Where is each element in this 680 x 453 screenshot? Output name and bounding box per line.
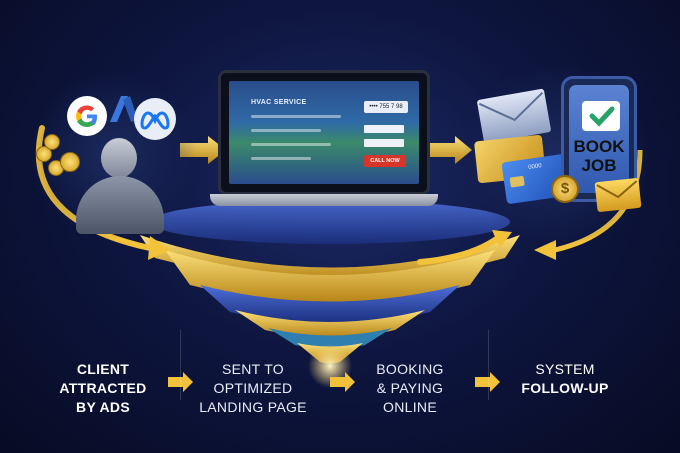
funnel-layer-3 [235, 310, 425, 338]
envelope-icon [594, 177, 642, 213]
coin-icon [36, 146, 52, 162]
person-head-icon [101, 138, 137, 178]
laptop-base [210, 194, 438, 206]
step-label-client: CLIENT ATTRACTED BY ADS [38, 360, 168, 417]
form-field[interactable] [364, 125, 404, 133]
text-line [251, 157, 311, 160]
step-1-line-3: BY ADS [76, 399, 130, 415]
google-icon [67, 96, 107, 136]
text-line [251, 115, 341, 118]
envelope-icon [476, 88, 552, 144]
step-label-booking: BOOKING & PAYING ONLINE [350, 360, 470, 417]
coin-icon [60, 152, 80, 172]
step-3-line-1: BOOKING [376, 361, 444, 377]
step-arrow-2 [330, 372, 355, 392]
step-2-line-1: SENT TO [221, 361, 284, 377]
divider [488, 330, 489, 400]
check-icon [582, 101, 620, 131]
card-number: 0000 [527, 163, 543, 171]
left-sweep-arrowhead [148, 236, 170, 260]
right-sweep-arrow [417, 235, 501, 265]
book-label: BOOK [573, 137, 625, 156]
landing-page-title: HVAC SERVICE [251, 99, 307, 106]
step-4-line-2: FOLLOW-UP [521, 380, 609, 396]
call-now-button[interactable]: CALL NOW [364, 155, 406, 167]
job-label: JOB [581, 156, 617, 175]
card-chip [509, 175, 525, 188]
step-2-line-3: LANDING PAGE [199, 399, 307, 415]
step-label-followup: SYSTEM FOLLOW-UP [495, 360, 635, 398]
text-line [251, 143, 331, 146]
book-job-text: BOOK JOB [569, 137, 629, 175]
text-line [251, 129, 321, 132]
step-3-line-3: ONLINE [383, 399, 437, 415]
landing-page-phone: •••• 755 7 98 [364, 101, 408, 113]
step-3-line-2: & PAYING [376, 380, 444, 396]
step-2-line-2: OPTIMIZED [213, 380, 293, 396]
laptop-screen: HVAC SERVICE •••• 755 7 98 CALL NOW [218, 70, 430, 195]
funnel-layer-2 [200, 285, 460, 324]
landing-page: HVAC SERVICE •••• 755 7 98 CALL NOW [229, 81, 419, 184]
phone-screen: BOOK JOB [569, 85, 629, 193]
step-4-line-1: SYSTEM [535, 361, 595, 377]
meta-icon [134, 98, 176, 140]
step-1-line-1: CLIENT [76, 361, 130, 377]
funnel-layer-4 [268, 328, 392, 349]
funnel-layer-1 [165, 250, 495, 303]
coin-icon [44, 134, 60, 150]
step-arrow-3 [475, 372, 500, 392]
form-field[interactable] [364, 139, 404, 147]
step-arrow-1 [168, 372, 193, 392]
dollar-coin-icon: $ [551, 175, 579, 203]
divider [180, 330, 181, 400]
return-arrowhead [534, 240, 556, 260]
funnel-top-band [150, 200, 510, 244]
right-sweep-arrowhead [492, 230, 512, 248]
step-label-landing: SENT TO OPTIMIZED LANDING PAGE [183, 360, 323, 417]
step-1-line-2: ATTRACTED [59, 380, 147, 396]
